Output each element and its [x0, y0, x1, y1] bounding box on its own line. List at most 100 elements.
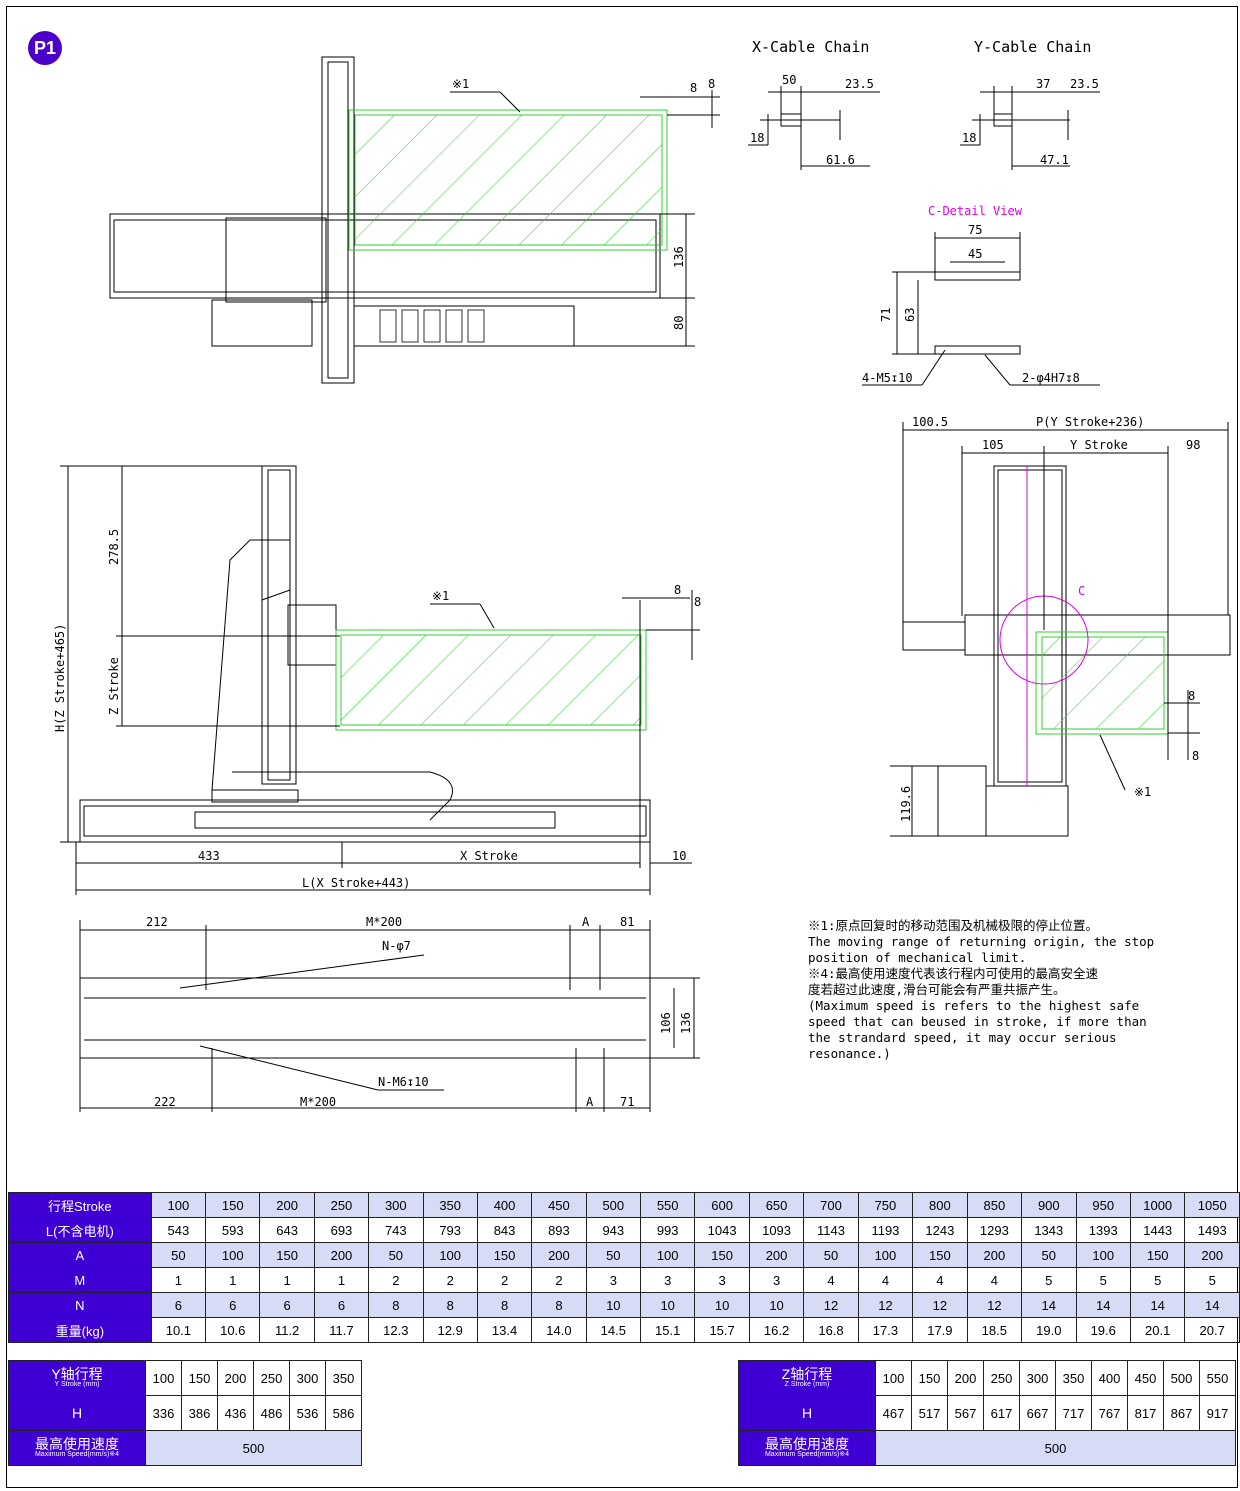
table-cell: 1 — [150, 1267, 207, 1293]
table-cell: 18.5 — [966, 1317, 1023, 1343]
note-line: resonance.) — [808, 1046, 891, 1061]
table-cell: 150 — [259, 1242, 315, 1268]
dim-label: M*200 — [300, 1095, 336, 1109]
table-cell: 11.2 — [259, 1317, 315, 1343]
table-cell: 2 — [368, 1267, 424, 1293]
table-cell: 350 — [325, 1360, 362, 1396]
drawing-frame — [6, 6, 1238, 1488]
row-label: A — [8, 1242, 152, 1268]
row-label: 行程Stroke — [8, 1192, 152, 1218]
table-cell: 100 — [150, 1192, 207, 1218]
note-marker: ※1 — [1134, 785, 1151, 799]
table-cell: 10.1 — [150, 1317, 207, 1343]
note-line: The moving range of returning origin, th… — [808, 934, 1155, 949]
table-cell: 150 — [1129, 1242, 1186, 1268]
dim-label: 98 — [1186, 438, 1200, 452]
table-cell: 800 — [912, 1192, 968, 1218]
table-cell: 1000 — [1129, 1192, 1186, 1218]
table-cell: 150 — [912, 1242, 968, 1268]
table-cell: 50 — [1021, 1242, 1077, 1268]
dim-label: 100.5 — [912, 415, 948, 429]
table-cell: 550 — [1199, 1360, 1236, 1396]
dim-label: H(Z Stroke+465) — [53, 624, 67, 732]
row-label: L(不含电机) — [8, 1217, 152, 1243]
speed-value: 500 — [145, 1430, 362, 1466]
table-cell: 6 — [150, 1292, 207, 1318]
table-cell: 100 — [205, 1242, 261, 1268]
notes-block: ※1:原点回复时的移动范围及机械极限的停止位置。 The moving rang… — [808, 918, 1188, 1062]
table-cell: 517 — [911, 1395, 948, 1431]
table-cell: 8 — [476, 1292, 533, 1318]
dim-label: 71 — [879, 308, 893, 322]
dim-label: 50 — [782, 73, 796, 87]
note-line: speed that can beused in stroke, if more… — [808, 1014, 1147, 1029]
table-cell: 1 — [205, 1267, 261, 1293]
table-cell: 10 — [694, 1292, 750, 1318]
table-cell: 917 — [1199, 1395, 1236, 1431]
page-badge: P1 — [28, 31, 62, 65]
table-cell: 743 — [368, 1217, 424, 1243]
table-cell: 250 — [313, 1192, 370, 1218]
dim-label: Z Stroke — [107, 657, 121, 715]
table-cell: 200 — [217, 1360, 254, 1396]
table-cell: 14 — [1129, 1292, 1186, 1318]
dim-label: 71 — [620, 1095, 634, 1109]
table-cell: 3 — [585, 1267, 642, 1293]
table-cell: 8 — [368, 1292, 424, 1318]
label-sub: Maximum Speed(mm/s)※4 — [764, 1450, 850, 1458]
label-sub: Maximum Speed(mm/s)※4 — [34, 1450, 120, 1458]
dim-label: L(X Stroke+443) — [302, 876, 410, 890]
dim-label: 222 — [154, 1095, 176, 1109]
note-line: position of mechanical limit. — [808, 950, 1027, 965]
table-cell: 12.3 — [368, 1317, 424, 1343]
note-line: the strandard speed, it may occur seriou… — [808, 1030, 1117, 1045]
table-cell: 14.0 — [531, 1317, 587, 1343]
table-cell: 400 — [1091, 1360, 1128, 1396]
table-cell: 1093 — [748, 1217, 805, 1243]
speed-value: 500 — [875, 1430, 1236, 1466]
table-cell: 3 — [694, 1267, 750, 1293]
table-cell: 250 — [253, 1360, 290, 1396]
dim-label: 63 — [903, 308, 917, 322]
row-label: H — [8, 1395, 146, 1431]
table-cell: 5 — [1129, 1267, 1186, 1293]
y-cable-chain-title: Y-Cable Chain — [974, 38, 1091, 56]
row-label: 重量(kg) — [8, 1317, 152, 1343]
table-cell: 1 — [259, 1267, 315, 1293]
table-cell: 643 — [259, 1217, 315, 1243]
table-cell: 300 — [1019, 1360, 1056, 1396]
row-label: N — [8, 1292, 152, 1318]
table-cell: 1493 — [1184, 1217, 1240, 1243]
holes-label: 4-M5↧10 — [862, 371, 913, 385]
table-cell: 750 — [857, 1192, 914, 1218]
dim-label: A — [582, 915, 590, 929]
table-cell: 1193 — [857, 1217, 914, 1243]
table-cell: 17.9 — [912, 1317, 968, 1343]
table-cell: 1050 — [1184, 1192, 1240, 1218]
label-main: Y轴行程 — [51, 1365, 103, 1382]
table-cell: 50 — [585, 1242, 642, 1268]
table-cell: 100 — [145, 1360, 182, 1396]
table-cell: 50 — [150, 1242, 207, 1268]
table-cell: 3 — [639, 1267, 696, 1293]
table-cell: 500 — [585, 1192, 642, 1218]
table-cell: 14 — [1184, 1292, 1240, 1318]
table-cell: 150 — [476, 1242, 533, 1268]
table-cell: 8 — [531, 1292, 587, 1318]
table-cell: 350 — [422, 1192, 478, 1218]
table-cell: 6 — [205, 1292, 261, 1318]
dim-label: 8 — [690, 81, 697, 95]
table-cell: 4 — [803, 1267, 859, 1293]
table-cell: 13.4 — [476, 1317, 533, 1343]
dim-label: 212 — [146, 915, 168, 929]
dim-label: 433 — [198, 849, 220, 863]
table-cell: 400 — [476, 1192, 533, 1218]
dim-label: 8 — [1188, 689, 1195, 703]
